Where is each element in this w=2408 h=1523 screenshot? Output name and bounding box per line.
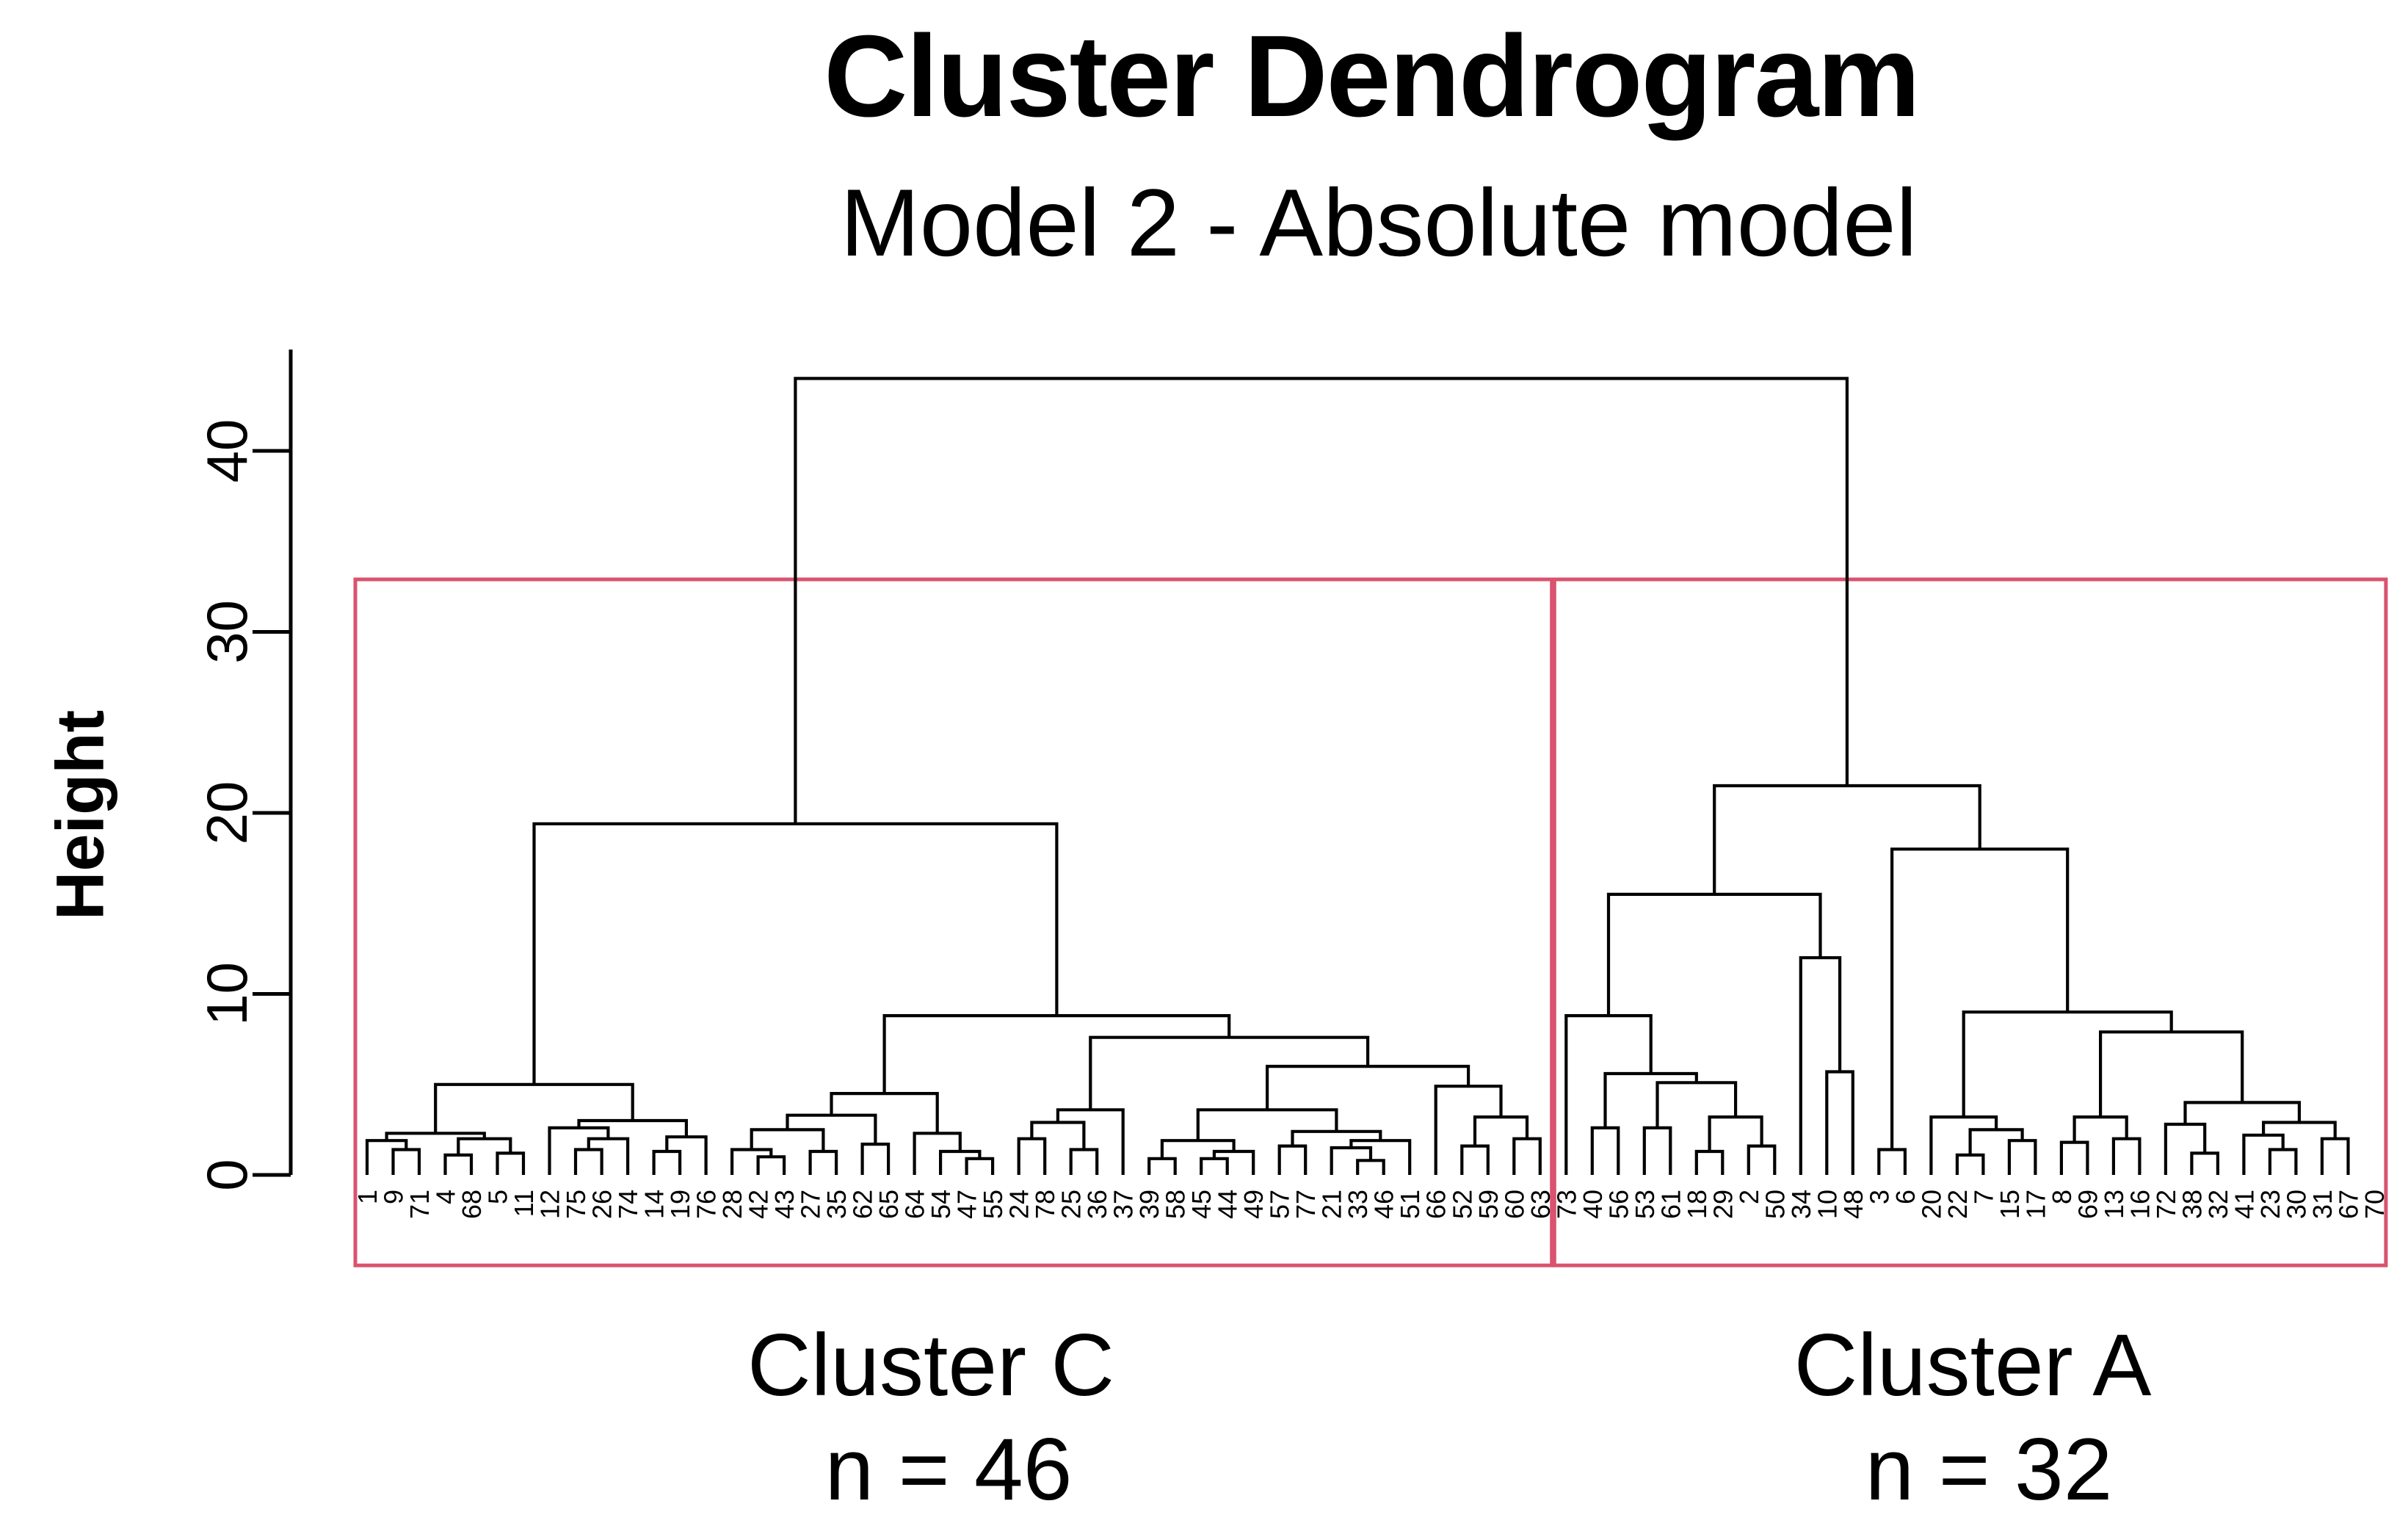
- leaf-label: 70: [2360, 1190, 2390, 1219]
- leaf-label: 41: [2229, 1190, 2259, 1219]
- cluster-box-a: [1552, 577, 2388, 1267]
- leaf-label: 36: [1082, 1190, 1112, 1219]
- leaf-label: 29: [1708, 1190, 1738, 1219]
- cluster-a-label: Cluster A: [1794, 1316, 2152, 1414]
- dendrogram-links: [365, 377, 2350, 1175]
- leaf-label: 22: [1943, 1190, 1973, 1219]
- leaf-label: 5: [483, 1190, 513, 1204]
- leaf-label: 2: [1734, 1190, 1764, 1204]
- leaf-label: 9: [379, 1190, 409, 1204]
- leaf-label: 61: [1656, 1190, 1686, 1219]
- leaf-label: 39: [1134, 1190, 1164, 1219]
- page-title: Cluster Dendrogram: [824, 12, 1921, 141]
- leaf-label: 12: [535, 1190, 565, 1219]
- leaf-label: 20: [1916, 1190, 1946, 1219]
- leaf-label: 42: [744, 1190, 774, 1219]
- y-tick-labels: 0 10 20 30 40: [195, 419, 259, 1191]
- y-axis: [253, 350, 293, 1177]
- leaf-label: 40: [1578, 1190, 1608, 1219]
- leaf-label: 14: [639, 1190, 670, 1219]
- leaf-label: 4: [431, 1190, 461, 1204]
- leaf-label: 11: [509, 1190, 539, 1217]
- leaf-label: 67: [2334, 1190, 2364, 1219]
- leaf-label: 46: [1369, 1190, 1399, 1219]
- leaf-label: 24: [1004, 1190, 1034, 1219]
- leaf-label: 25: [1056, 1190, 1087, 1219]
- leaf-label: 34: [1786, 1190, 1816, 1219]
- leaf-label: 35: [822, 1190, 852, 1219]
- leaf-label: 19: [665, 1190, 695, 1219]
- leaf-label: 55: [978, 1190, 1008, 1219]
- leaf-label: 26: [587, 1190, 617, 1219]
- leaf-label: 63: [1526, 1190, 1556, 1219]
- leaf-label: 64: [900, 1190, 930, 1219]
- leaf-label: 28: [717, 1190, 747, 1219]
- leaf-label: 15: [1995, 1190, 2025, 1219]
- leaf-label: 23: [2255, 1190, 2285, 1219]
- leaf-labels: 1971468511127526741419762842432735626564…: [352, 1190, 2390, 1219]
- leaf-label: 18: [1682, 1190, 1712, 1219]
- leaf-label: 31: [2307, 1190, 2338, 1219]
- leaf-label: 52: [1447, 1190, 1477, 1219]
- leaf-label: 53: [1630, 1190, 1660, 1219]
- leaf-label: 65: [874, 1190, 904, 1219]
- cluster-c-count: n = 46: [824, 1420, 1073, 1519]
- leaf-label: 3: [1864, 1190, 1894, 1204]
- leaf-label: 44: [1213, 1190, 1243, 1219]
- leaf-label: 33: [1343, 1190, 1373, 1219]
- leaf-label: 7: [1968, 1190, 1998, 1204]
- leaf-label: 49: [1239, 1190, 1269, 1219]
- leaf-label: 73: [1551, 1190, 1581, 1219]
- leaf-label: 58: [1161, 1190, 1191, 1219]
- y-tick-label: 20: [195, 781, 259, 845]
- leaf-label: 48: [1838, 1190, 1868, 1219]
- leaf-label: 74: [613, 1190, 643, 1219]
- leaf-label: 6: [1890, 1190, 1921, 1204]
- leaf-label: 32: [2203, 1190, 2233, 1219]
- leaf-label: 71: [405, 1190, 435, 1219]
- cluster-box-c: [353, 577, 1554, 1267]
- leaf-label: 66: [1421, 1190, 1451, 1219]
- y-tick-label: 40: [195, 419, 259, 483]
- leaf-label: 76: [692, 1190, 722, 1219]
- leaf-label: 16: [2125, 1190, 2155, 1219]
- leaf-label: 60: [1499, 1190, 1529, 1219]
- leaf-label: 72: [2151, 1190, 2181, 1219]
- leaf-label: 75: [561, 1190, 591, 1219]
- leaf-label: 27: [796, 1190, 826, 1219]
- leaf-label: 37: [1109, 1190, 1139, 1219]
- y-tick-label: 10: [195, 962, 259, 1026]
- y-tick-label: 30: [195, 600, 259, 664]
- leaf-label: 17: [2020, 1190, 2050, 1219]
- leaf-label: 47: [952, 1190, 982, 1219]
- leaf-label: 56: [1603, 1190, 1633, 1219]
- leaf-label: 77: [1291, 1190, 1321, 1219]
- leaf-label: 10: [1812, 1190, 1842, 1219]
- leaf-label: 78: [1030, 1190, 1060, 1219]
- leaf-label: 69: [2072, 1190, 2103, 1219]
- leaf-label: 59: [1473, 1190, 1504, 1219]
- leaf-label: 38: [2177, 1190, 2207, 1219]
- cluster-c-label: Cluster C: [747, 1316, 1115, 1414]
- leaf-label: 8: [2047, 1190, 2077, 1204]
- leaf-label: 57: [1265, 1190, 1295, 1219]
- leaf-label: 62: [848, 1190, 878, 1219]
- leaf-label: 54: [926, 1190, 956, 1219]
- y-tick-label: 0: [195, 1159, 259, 1190]
- leaf-label: 21: [1317, 1190, 1347, 1219]
- leaf-label: 43: [769, 1190, 799, 1219]
- leaf-label: 68: [457, 1190, 487, 1219]
- cluster-a-count: n = 32: [1865, 1420, 2113, 1519]
- leaf-label: 13: [2099, 1190, 2129, 1219]
- leaf-label: 1: [352, 1190, 382, 1204]
- leaf-label: 45: [1186, 1190, 1216, 1219]
- leaf-label: 50: [1760, 1190, 1790, 1219]
- leaf-label: 30: [2281, 1190, 2311, 1219]
- leaf-label: 51: [1395, 1190, 1425, 1219]
- page-subtitle: Model 2 - Absolute model: [840, 169, 1918, 276]
